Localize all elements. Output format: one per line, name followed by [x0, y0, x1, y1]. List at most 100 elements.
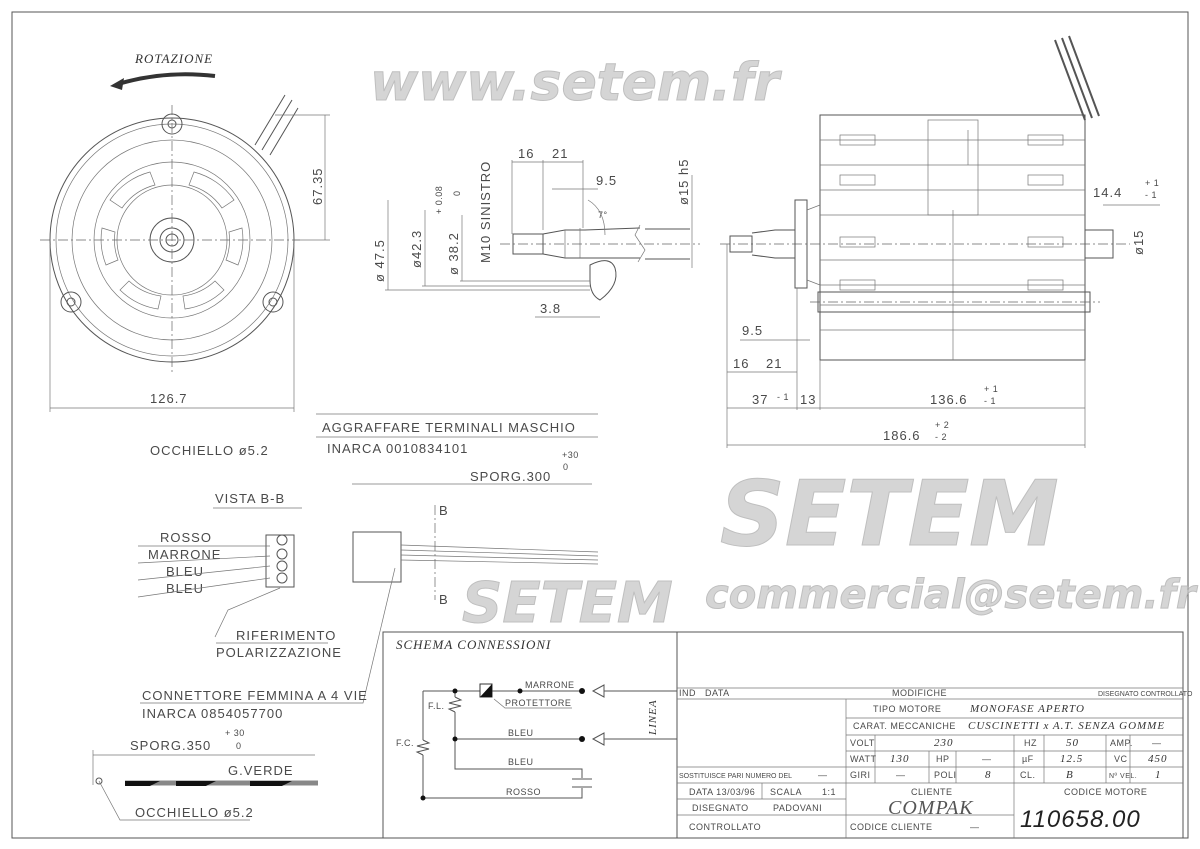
tol-14-4-lower: - 1	[1145, 190, 1157, 200]
lead-tol-lower: 0	[563, 462, 569, 472]
tb-data: DATA 13/03/96	[689, 787, 755, 797]
watermark-brand-2: SETEM	[462, 571, 673, 636]
tb-poli-label: POLI	[934, 770, 957, 780]
eyelet-label: OCCHIELLO ø5.2	[150, 443, 269, 458]
ground-wire	[125, 780, 318, 786]
dim-width: 126.7	[150, 391, 188, 406]
rear-shaft	[1084, 229, 1114, 259]
lead-cable-side	[1054, 35, 1100, 121]
wire-label-0: ROSSO	[160, 530, 212, 545]
rotation-arrowhead-icon	[110, 78, 124, 90]
tb-codice-cliente: —	[970, 822, 980, 832]
crimp-note: AGGRAFFARE TERMINALI MASCHIO	[322, 420, 576, 435]
side-dim-16: 16	[733, 356, 749, 371]
dim-height: 67.35	[310, 167, 325, 205]
fc-winding	[415, 739, 431, 756]
tol-38-2-lower: 0	[452, 190, 462, 196]
rotation-arrow-icon	[117, 72, 216, 86]
ground-tol-lower: 0	[236, 741, 242, 751]
dim-47-5: ø 47.5	[372, 239, 387, 282]
watermark-email: commercial@setem.fr	[705, 572, 1198, 618]
shaft-detail: ø 47.5 ø42.3 ø 38.2 + 0.08 0 M10 SINISTR…	[372, 146, 700, 318]
side-dim-136-6: 136.6	[930, 392, 968, 407]
side-tol-186-6-upper: + 2	[935, 420, 949, 430]
lead-cable	[254, 94, 299, 156]
dim-15-h5: ø15 h5	[676, 159, 691, 205]
wiring-detail: AGGRAFFARE TERMINALI MASCHIO INARCA 0010…	[92, 413, 599, 821]
tb-amp: —	[1152, 738, 1162, 748]
connector-part: INARCA 0854057700	[142, 706, 283, 721]
tb-hz-label: HZ	[1024, 738, 1037, 748]
schema-linea: LINEA	[647, 699, 659, 736]
tol-14-4-upper: + 1	[1145, 178, 1159, 188]
side-dim-21: 21	[766, 356, 782, 371]
tb-volt: 230	[934, 737, 954, 749]
ground-length: SPORG.350	[130, 738, 211, 753]
tb-tipo-motore-label: TIPO MOTORE	[873, 704, 941, 714]
crimp-part: INARCA 0010834101	[327, 441, 468, 456]
tb-codice-cliente-label: CODICE CLIENTE	[850, 822, 933, 832]
side-dim-186-6: 186.6	[883, 428, 921, 443]
side-tol-37: - 1	[777, 392, 789, 402]
tb-watt: 130	[890, 753, 910, 765]
tb-hp: —	[982, 754, 992, 764]
ground-tol-upper: + 30	[225, 728, 245, 738]
lead-length: SPORG.300	[470, 469, 551, 484]
dim-15: ø15	[1131, 230, 1146, 255]
tb-disegnato-controllato: DISEGNATO CONTROLLATO	[1098, 691, 1193, 698]
tb-watt-label: WATT	[850, 754, 877, 764]
tb-poli: 8	[985, 769, 992, 781]
watermark: www.setem.fr SETEM SETEM commercial@sete…	[370, 53, 1199, 637]
protector-icon	[480, 684, 492, 697]
tb-codice-motore-label: CODICE MOTORE	[1064, 787, 1147, 797]
fl-winding	[447, 691, 463, 713]
schema-fc: F.C.	[396, 738, 414, 748]
tb-codice-motore: 110658.00	[1020, 806, 1141, 833]
side-tol-186-6-lower: - 2	[935, 432, 947, 442]
ground-wire-label: G.VERDE	[228, 763, 294, 778]
section-label: VISTA B-B	[215, 491, 285, 506]
side-tol-136-6-upper: + 1	[984, 384, 998, 394]
connector-side	[352, 531, 402, 583]
schema-rosso: ROSSO	[506, 787, 541, 797]
tb-scala-label: SCALA	[770, 787, 802, 797]
side-dim-9-5: 9.5	[742, 323, 763, 338]
tb-cl: B	[1066, 769, 1074, 781]
title-block: IND DATA MODIFICHE DISEGNATO CONTROLLATO…	[676, 631, 1193, 839]
front-view: ROTAZIONE 67.35	[40, 51, 330, 458]
dim-38-2: ø 38.2	[446, 232, 461, 275]
angle-7: 7°	[598, 210, 608, 220]
thread-spec: M10 SINISTRO	[478, 161, 493, 263]
tb-hp-label: HP	[936, 754, 950, 764]
schema-title: SCHEMA CONNESSIONI	[396, 637, 551, 652]
section-mark-bottom: B	[439, 592, 449, 607]
tb-giri: —	[896, 770, 906, 780]
tb-sostituisce: SOSTITUISCE PARI NUMERO DEL	[679, 773, 792, 780]
tol-38-2-upper: + 0.08	[434, 186, 444, 214]
tb-giri-label: GIRI	[850, 770, 871, 780]
tb-hz: 50	[1066, 737, 1079, 749]
section-mark-top: B	[439, 503, 449, 518]
schema-fl: F.L.	[428, 701, 445, 711]
tb-controllato-label: CONTROLLATO	[689, 822, 761, 832]
tb-vc: 450	[1148, 753, 1168, 765]
connection-schema: SCHEMA CONNESSIONI MARRONE PROTETTORE BL…	[382, 631, 678, 839]
connector-label: CONNETTORE FEMMINA A 4 VIE	[142, 688, 368, 703]
tb-modifiche: MODIFICHE	[892, 688, 947, 698]
tb-carat-label: CARAT. MECCANICHE	[853, 721, 956, 731]
tb-volt-label: VOLT	[850, 738, 875, 748]
watermark-url: www.setem.fr	[370, 53, 782, 113]
motor-body	[819, 114, 1086, 361]
tb-uf: 12.5	[1060, 753, 1083, 765]
schema-bleu-2: BLEU	[508, 757, 534, 767]
tb-amp-label: AMP.	[1110, 738, 1133, 748]
side-tol-136-6-lower: - 1	[984, 396, 996, 406]
tb-cliente: COMPAK	[888, 797, 974, 819]
schema-protettore: PROTETTORE	[505, 698, 571, 708]
tb-cl-label: CL.	[1020, 770, 1036, 780]
ground-eyelet: OCCHIELLO ø5.2	[135, 805, 254, 820]
dim-21: 21	[552, 146, 568, 161]
tb-scala: 1:1	[822, 787, 836, 797]
flange	[794, 199, 808, 289]
side-view: 14.4 + 1 - 1 ø15 9.5 16 21 37 - 1 13 136…	[720, 35, 1160, 448]
